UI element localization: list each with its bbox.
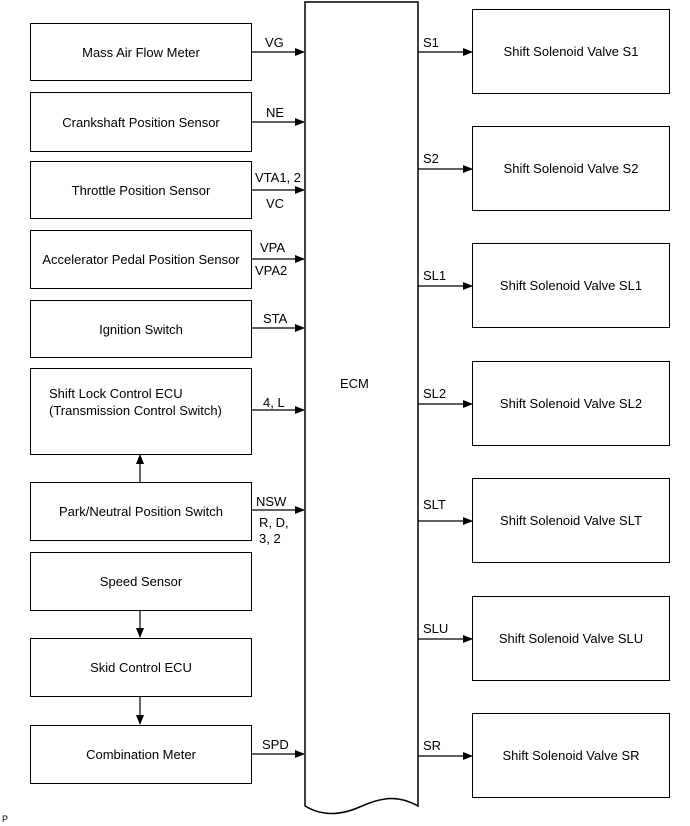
signal-vpa: VPA xyxy=(260,240,286,255)
box-label-line2: (Transmission Control Switch) xyxy=(49,403,222,418)
shift-solenoid-valve-sr-box: Shift Solenoid Valve SR xyxy=(472,713,670,798)
signal-spd: SPD xyxy=(262,737,289,752)
ecm-body xyxy=(304,1,419,815)
signal-vg: VG xyxy=(265,35,284,50)
signal-s2: S2 xyxy=(423,151,439,166)
box-label: Ignition Switch xyxy=(99,321,183,337)
skid-control-ecu-box: Skid Control ECU xyxy=(30,638,252,697)
shift-solenoid-valve-sl2-box: Shift Solenoid Valve SL2 xyxy=(472,361,670,446)
shift-solenoid-valve-slu-box: Shift Solenoid Valve SLU xyxy=(472,596,670,681)
box-label: Park/Neutral Position Switch xyxy=(58,504,223,519)
shift-solenoid-valve-sl1-box: Shift Solenoid Valve SL1 xyxy=(472,243,670,328)
combination-meter-box: Combination Meter xyxy=(30,725,252,784)
ignition-switch-box: Ignition Switch xyxy=(30,300,252,358)
throttle-position-sensor-box: Throttle Position Sensor xyxy=(30,161,252,219)
shift-solenoid-valve-slt-box: Shift Solenoid Valve SLT xyxy=(472,478,670,563)
box-label: Crankshaft Position Sensor xyxy=(62,114,220,130)
crankshaft-position-sensor-box: Crankshaft Position Sensor xyxy=(30,92,252,152)
box-label: Shift Solenoid Valve SLT xyxy=(500,513,642,528)
signal-nsw: NSW xyxy=(256,494,287,509)
signal-vc: VC xyxy=(266,196,285,211)
shift-solenoid-valve-s2-box: Shift Solenoid Valve S2 xyxy=(472,126,670,211)
shift-solenoid-valve-s1-box: Shift Solenoid Valve S1 xyxy=(472,9,670,94)
park-neutral-position-switch-box: Park/Neutral Position Switch xyxy=(30,482,252,541)
box-label: Speed Sensor xyxy=(99,574,183,589)
ecm-label: ECM xyxy=(340,376,369,391)
mass-air-flow-meter-box: Mass Air Flow Meter xyxy=(30,23,252,81)
signal-s1: S1 xyxy=(423,35,439,50)
signal-slt: SLT xyxy=(423,497,446,512)
box-label: Shift Solenoid Valve SR xyxy=(502,748,640,763)
signal-sta: STA xyxy=(263,311,288,326)
speed-sensor-box: Speed Sensor xyxy=(30,552,252,611)
box-label: Skid Control ECU xyxy=(90,660,192,675)
signal-sr: SR xyxy=(423,738,442,753)
signal-vpa2: VPA2 xyxy=(255,263,288,278)
footnote-mark: P xyxy=(2,814,9,824)
box-label: Shift Solenoid Valve SL1 xyxy=(499,278,643,293)
box-label-line1: Shift Lock Control ECU xyxy=(49,386,183,401)
box-label: Accelerator Pedal Position Sensor xyxy=(42,252,240,267)
signal-vta: VTA1, 2 xyxy=(255,170,302,185)
box-label: Mass Air Flow Meter xyxy=(82,44,200,60)
box-label: Throttle Position Sensor xyxy=(71,182,211,198)
box-label: Shift Solenoid Valve S1 xyxy=(503,44,639,59)
signal-4l: 4, L xyxy=(263,395,285,410)
signal-rd: R, D, xyxy=(259,515,289,530)
signal-sl1: SL1 xyxy=(423,268,447,283)
signal-ne: NE xyxy=(266,105,285,120)
box-label: Shift Solenoid Valve SL2 xyxy=(499,396,643,411)
box-label: Shift Solenoid Valve S2 xyxy=(503,161,639,176)
shift-lock-control-ecu-box: Shift Lock Control ECU (Transmission Con… xyxy=(30,368,252,455)
box-label: Shift Solenoid Valve SLU xyxy=(498,631,644,646)
box-label: Combination Meter xyxy=(86,747,196,762)
signal-sl2: SL2 xyxy=(423,386,447,401)
accelerator-pedal-position-sensor-box: Accelerator Pedal Position Sensor xyxy=(30,230,252,289)
signal-32: 3, 2 xyxy=(259,531,281,546)
signal-slu: SLU xyxy=(423,621,449,636)
